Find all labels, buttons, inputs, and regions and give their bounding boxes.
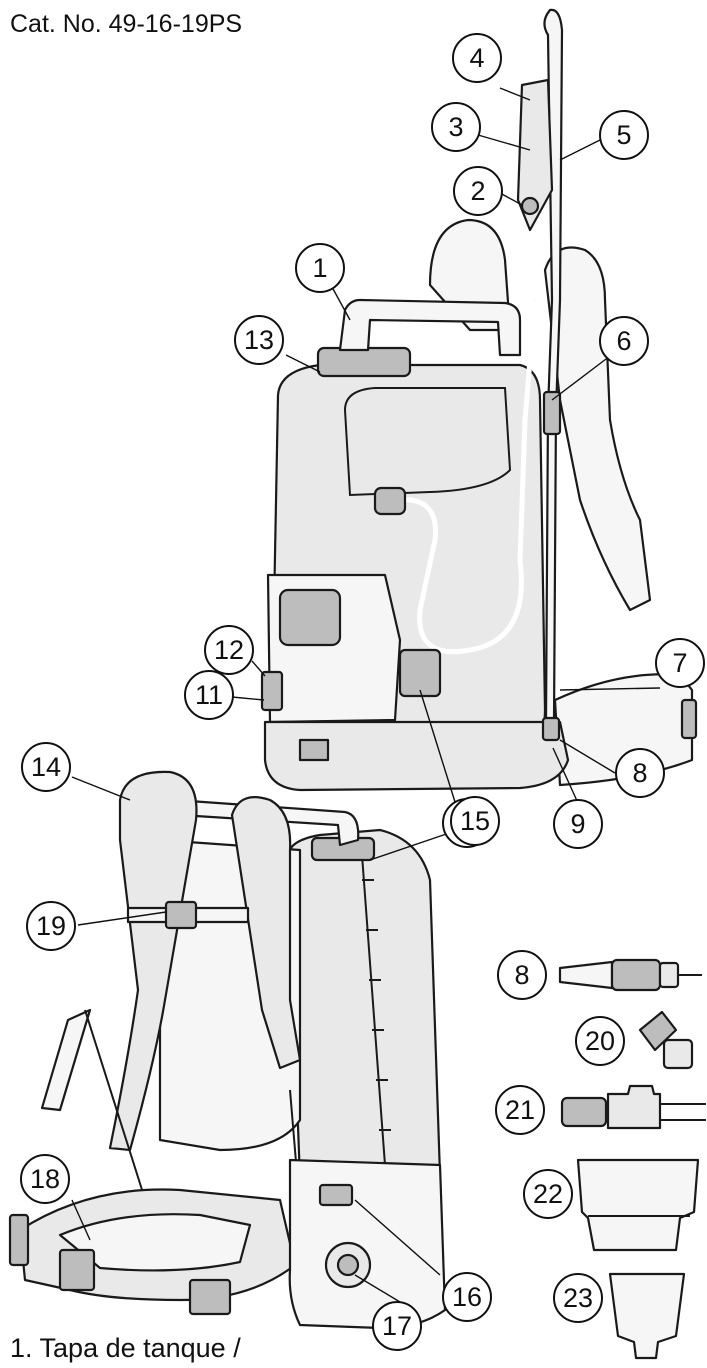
waist-belt-inner (58, 1213, 252, 1272)
angled-nozzle (638, 1010, 678, 1052)
left-shoulder-strap (108, 770, 198, 1152)
lock-button (520, 196, 540, 216)
shoulder-strap-back (543, 246, 652, 612)
callout-16: 16 (442, 1272, 492, 1322)
pressure-dial-center (336, 1253, 360, 1277)
callout-label: 9 (570, 809, 585, 839)
callout-label: 8 (632, 758, 647, 788)
callout-13: 13 (234, 315, 284, 365)
adjustable-nozzle-collar (610, 958, 662, 992)
callout-label: 3 (448, 112, 463, 142)
callout-label: 17 (382, 1311, 412, 1341)
strainer-cup (608, 1272, 686, 1360)
waist-buckle-front (58, 1248, 96, 1292)
sprayer-back-view (8, 770, 447, 1330)
brand-badge (278, 588, 342, 647)
catalog-number: Cat. No. 49-16-19PS (10, 10, 243, 38)
tank-base (263, 720, 570, 792)
callout-label: 8 (514, 960, 529, 990)
callout-label: 16 (452, 1282, 482, 1312)
callout-7: 7 (655, 638, 705, 688)
callout-label: 20 (585, 1026, 615, 1056)
chest-buckle (164, 900, 198, 930)
callout-8: 8 (615, 748, 665, 798)
callout-3: 3 (431, 102, 481, 152)
callout-label: 19 (36, 911, 66, 941)
callout-19: 19 (26, 901, 76, 951)
callout-18: 18 (20, 1154, 70, 1204)
callout-22: 22 (523, 1169, 573, 1219)
angled-nozzle-body (662, 1038, 694, 1070)
callout-20: 20 (575, 1016, 625, 1066)
callout-6: 6 (599, 316, 649, 366)
callout-11: 11 (184, 670, 234, 720)
callout-label: 22 (533, 1179, 563, 1209)
rear-handle (173, 798, 360, 847)
pressure-control (398, 648, 442, 698)
callout-label: 2 (470, 176, 485, 206)
callout-label: 15 (460, 806, 490, 836)
extension-tip (560, 1096, 608, 1128)
carry-handle (338, 298, 522, 357)
callout-17: 17 (372, 1301, 422, 1351)
callout-12: 12 (204, 625, 254, 675)
leader-lines (71, 87, 661, 1306)
legend-caption: 1. Tapa de tanque / (10, 1333, 241, 1363)
callout-5: 5 (599, 110, 649, 160)
callout-label: 4 (469, 43, 484, 73)
extension-fitting (606, 1084, 662, 1130)
callout-label: 1 (312, 253, 327, 283)
hose-connector (373, 486, 407, 516)
fill-gauge-ticks (362, 879, 391, 1131)
rear-base (288, 1158, 447, 1330)
callout-14: 14 (21, 742, 71, 792)
wand-handle (516, 78, 554, 232)
callout-9: 9 (553, 799, 603, 849)
fill-cap (316, 346, 412, 378)
adjustable-nozzle (558, 960, 614, 990)
callout-1: 1 (295, 243, 345, 293)
callout-label: 21 (505, 1095, 535, 1125)
callout-label: 12 (214, 635, 244, 665)
wand-clip (542, 390, 562, 436)
callout-label: 6 (616, 326, 631, 356)
fill-gauge-line (361, 854, 386, 1166)
tank-face-panel (343, 387, 512, 497)
side-switch (260, 670, 284, 712)
callout-label: 14 (31, 752, 61, 782)
callout-label: 7 (672, 648, 687, 678)
callout-15: 15 (450, 796, 500, 846)
waist-buckle-left (8, 1213, 30, 1267)
sprayer-front-view (260, 8, 698, 792)
adjustable-nozzle-end (658, 961, 680, 989)
callouts: 1 2 3 4 5 6 7 8 9 10 11 12 13 14 15 16 1… (20, 33, 705, 1351)
base-slot (298, 738, 330, 762)
callout-21: 21 (495, 1085, 545, 1135)
strap-left-tail (40, 1008, 92, 1112)
right-shoulder-strap (230, 796, 302, 1070)
accessory-parts (558, 958, 706, 1360)
callout-8-accessory: 8 (497, 950, 547, 1000)
wand-nozzle (541, 716, 561, 742)
filter-basket (576, 1158, 700, 1252)
callout-4: 4 (452, 33, 502, 83)
callout-label: 18 (30, 1164, 60, 1194)
callout-2: 2 (453, 166, 503, 216)
callout-label: 11 (195, 680, 223, 710)
callout-label: 5 (616, 120, 631, 150)
callout-23: 23 (553, 1273, 603, 1323)
callout-label: 13 (244, 325, 274, 355)
power-switch (318, 1183, 354, 1207)
waist-buckle (680, 698, 698, 740)
rear-tank-body (286, 828, 442, 1182)
waist-buckle-right (188, 1278, 232, 1316)
spray-hose-inner (394, 299, 538, 655)
callout-label: 23 (563, 1283, 593, 1313)
